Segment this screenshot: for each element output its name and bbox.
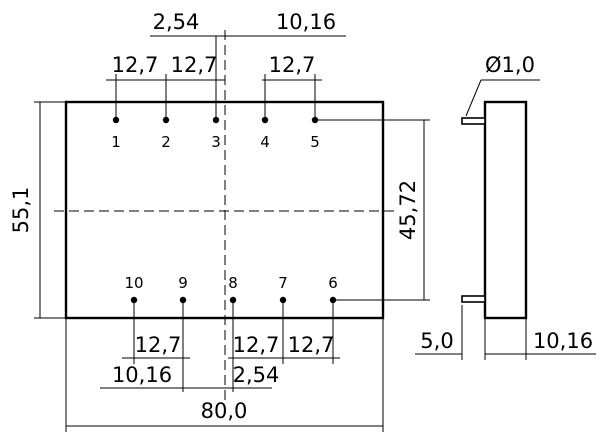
- pin-10: [130, 296, 138, 304]
- pin-9: [179, 296, 187, 304]
- pin-3: [212, 116, 220, 124]
- dim-height-55-1: 55,1: [9, 187, 33, 234]
- dim-standoff-5-0: 5,0: [420, 329, 453, 353]
- pin-label-5: 5: [310, 133, 320, 151]
- dim-pin-diameter: Ø1,0: [485, 53, 535, 77]
- top-pins: 1 2 3 4 5: [111, 116, 320, 151]
- module-body-side: [483, 100, 528, 320]
- pin-4: [261, 116, 269, 124]
- side-view: Ø1,0 5,0 10,16: [415, 53, 596, 360]
- top-dimensions: 2,54 10,16 12,7 12,7 12,7: [106, 10, 346, 117]
- pin-label-2: 2: [161, 133, 171, 151]
- dim-pitch-8-7: 12,7: [233, 333, 280, 357]
- dim-width-80-0: 80,0: [201, 399, 248, 423]
- dim-pitch-4-5: 12,7: [269, 53, 316, 77]
- dim-top-2-54: 2,54: [153, 10, 200, 34]
- dim-bottom-2-54: 2,54: [233, 363, 280, 387]
- dim-bottom-10-16: 10,16: [112, 363, 172, 387]
- pin-8: [229, 296, 237, 304]
- dim-top-10-16: 10,16: [276, 10, 336, 34]
- side-pin-bottom: [461, 295, 486, 303]
- pin-label-6: 6: [328, 274, 338, 292]
- pin-label-1: 1: [111, 133, 121, 151]
- dim-pitch-10-9: 12,7: [135, 333, 182, 357]
- dim-pitch-7-6: 12,7: [288, 333, 335, 357]
- bottom-dimensions: 12,7 12,7 12,7 10,16 2,54 80,0: [65, 303, 384, 432]
- dim-pitch-2-3: 12,7: [171, 53, 218, 77]
- pin-label-8: 8: [228, 274, 238, 292]
- pin-label-3: 3: [211, 133, 221, 151]
- dim-pitch-1-2: 12,7: [112, 53, 159, 77]
- pin-label-7: 7: [278, 274, 288, 292]
- pin-7: [279, 296, 287, 304]
- pin-label-10: 10: [124, 274, 143, 292]
- dim-pin-span-45-72: 45,72: [396, 180, 420, 240]
- pin-1: [112, 116, 120, 124]
- dim-side-10-16: 10,16: [533, 329, 593, 353]
- side-pin-top: [461, 117, 486, 125]
- pin-2: [162, 116, 170, 124]
- right-dimension: 45,72: [315, 119, 430, 301]
- pin-label-9: 9: [178, 274, 188, 292]
- pin-label-4: 4: [260, 133, 270, 151]
- left-dimension: 55,1: [9, 101, 66, 319]
